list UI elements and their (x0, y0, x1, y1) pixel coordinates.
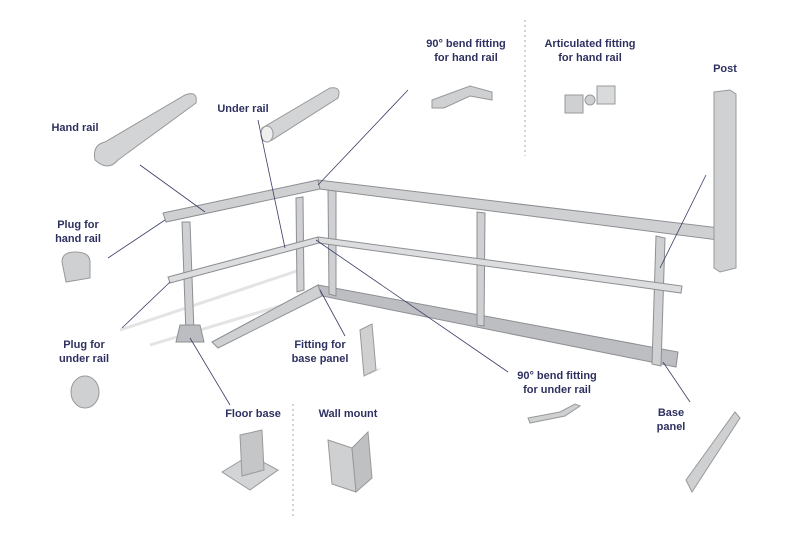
articulated-fitting-part (564, 85, 616, 114)
label-under-rail: Under rail (217, 103, 269, 115)
bend-under-rail-part (527, 403, 582, 424)
label-bend-hand-rail: 90° bend fitting for hand rail (426, 37, 506, 65)
label-base-panel: Base panel (657, 406, 686, 434)
post-part (713, 89, 737, 273)
plug-under-rail-part (70, 375, 100, 409)
under-rail-part (260, 87, 340, 143)
label-hand-rail: Hand rail (51, 122, 99, 134)
label-line: Plug for (57, 219, 99, 231)
label-line: under rail (58, 353, 110, 365)
label-articulated-fitting: Articulated fitting for hand rail (544, 37, 635, 65)
label-line: Plug for (63, 339, 105, 351)
railing-assembly (162, 179, 721, 368)
label-line: panel (656, 421, 686, 433)
label-line: 90° bend fitting (426, 38, 506, 50)
floor-base-part (221, 429, 279, 491)
label-line: Fitting for (294, 339, 346, 351)
fitting-base-panel-part (359, 323, 382, 377)
leader-lines (107, 89, 707, 406)
hand-rail-part (94, 93, 197, 167)
label-line: hand rail (55, 233, 101, 245)
label-line: for hand rail (558, 52, 622, 64)
bend-hand-rail-part (431, 85, 493, 109)
label-line: 90° bend fitting (517, 370, 597, 382)
label-post: Post (713, 63, 737, 75)
railing-shadow (119, 267, 302, 347)
label-line: Articulated fitting (544, 38, 636, 50)
label-bend-under-rail: 90° bend fitting for under rail (517, 369, 597, 397)
label-line: for hand rail (434, 52, 498, 64)
label-plug-under-rail: Plug for under rail (59, 338, 109, 366)
label-line: base panel (291, 353, 349, 365)
wall-mount-part (327, 430, 373, 494)
label-line: for under rail (523, 384, 591, 396)
base-panel-part (685, 411, 741, 494)
label-wall-mount: Wall mount (318, 408, 378, 420)
label-plug-hand-rail: Plug for hand rail (55, 218, 101, 246)
plug-hand-rail-part (61, 251, 91, 283)
label-fitting-base-panel: Fitting for base panel (292, 338, 349, 366)
label-floor-base: Floor base (225, 408, 281, 420)
label-line: Base (657, 407, 685, 419)
